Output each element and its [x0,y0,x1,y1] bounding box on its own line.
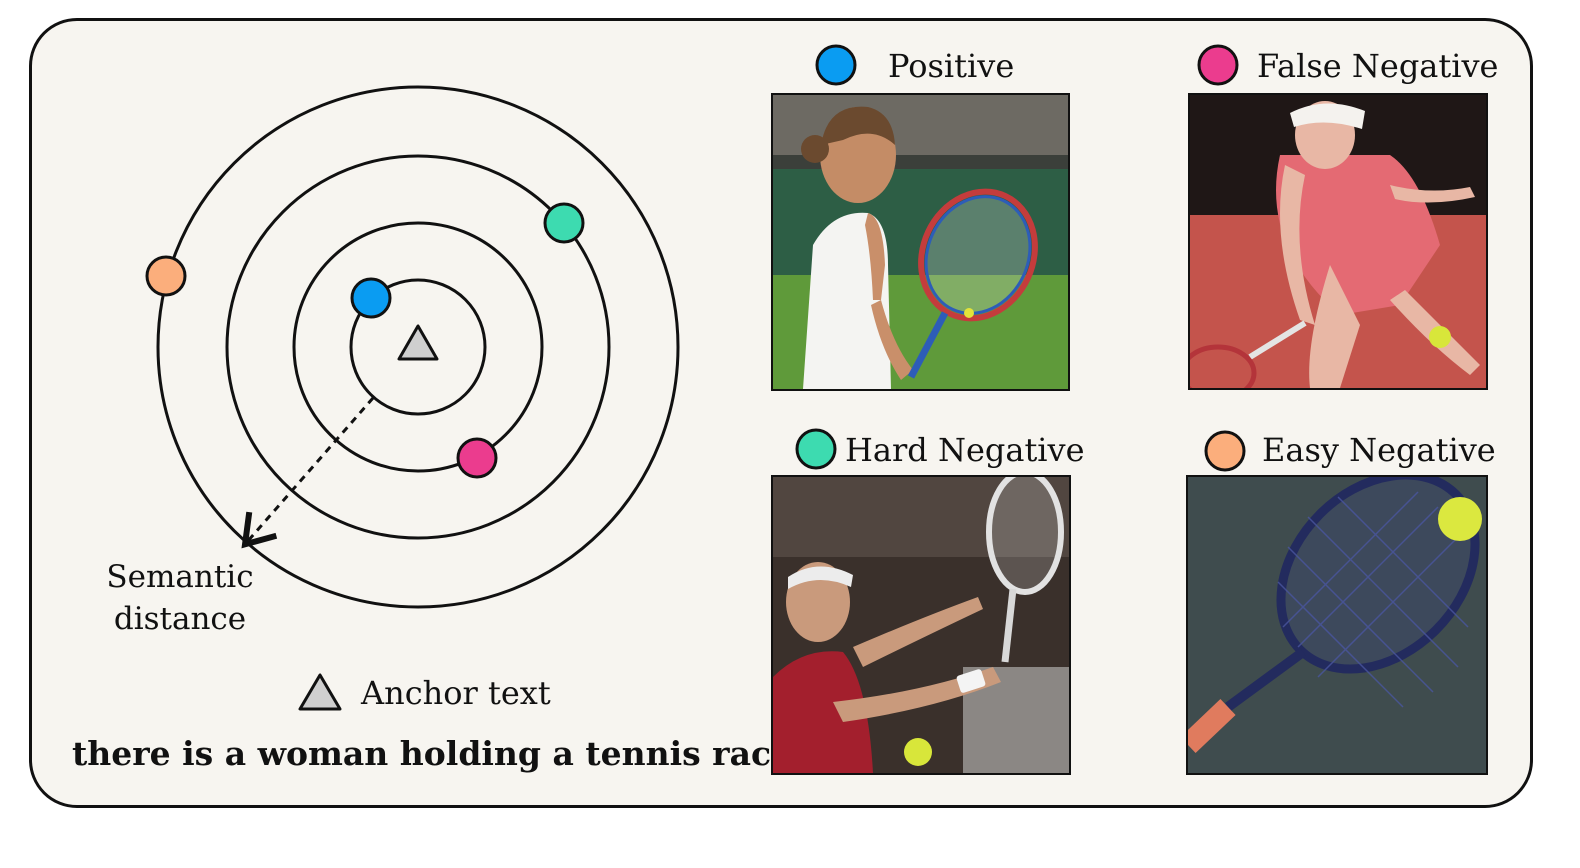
ring-1 [349,278,487,416]
anchor-caption: there is a woman holding a tennis racket [72,734,831,773]
ring-4 [156,85,680,609]
anchor-triangle-icon [397,324,439,361]
hard-negative-photo [771,475,1071,775]
ring-3 [225,154,611,540]
easy-negative-photo [1186,475,1488,775]
ring-2 [292,221,544,473]
semantic-distance-line-2: distance [113,601,247,637]
hard-negative-legend-dot [795,428,837,470]
false-negative-legend-label: False Negative [1257,47,1499,85]
positive-dot [350,277,392,319]
anchor-legend-label: Anchor text [361,674,551,712]
false-negative-dot [456,437,498,479]
positive-legend-dot [815,44,857,86]
easy-negative-dot [145,255,187,297]
false-negative-photo [1188,93,1488,390]
positive-photo [771,93,1070,391]
semantic-distance-label: Semantic distance [100,556,260,640]
distance-arrow [241,397,375,549]
positive-legend-label: Positive [888,47,1015,85]
hard-negative-legend-label: Hard Negative [845,431,1085,469]
anchor-legend-triangle-icon [298,673,342,711]
semantic-distance-line-1: Semantic [106,559,254,595]
hard-negative-dot [543,202,585,244]
false-negative-legend-dot [1197,44,1239,86]
easy-negative-legend-label: Easy Negative [1262,431,1496,469]
easy-negative-legend-dot [1204,430,1246,472]
